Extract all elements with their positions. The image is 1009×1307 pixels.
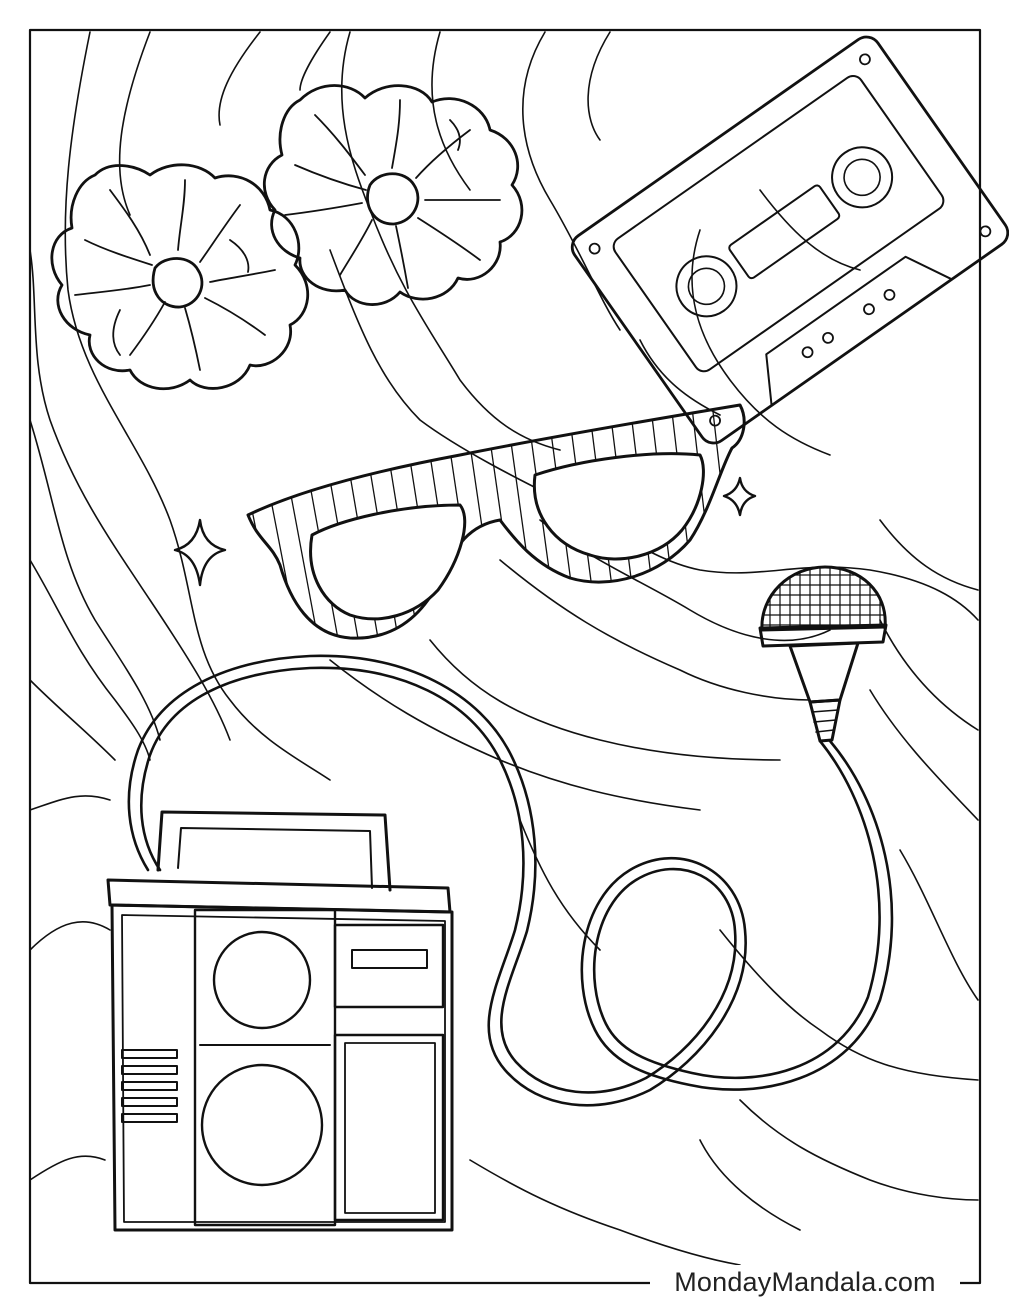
wave-line [430, 640, 780, 760]
boombox-body [112, 905, 452, 1230]
microphone-grip [810, 700, 840, 741]
microphone-collar [760, 625, 886, 646]
wave-line [692, 230, 830, 455]
boombox-vents [122, 1050, 177, 1122]
boombox-speaker-bottom [202, 1065, 322, 1185]
cassette-reel-right [820, 136, 904, 220]
wave-line [880, 620, 978, 730]
wave-line [700, 1140, 800, 1230]
wave-line [740, 1100, 978, 1200]
wave-line [900, 850, 978, 1000]
cassette-bottom-trapezoid [746, 242, 952, 405]
boombox-handle [158, 812, 390, 890]
wave-line [120, 32, 150, 215]
wave-line [870, 690, 978, 820]
boombox [108, 812, 452, 1230]
wave-line [30, 420, 160, 740]
wave-line [30, 1156, 105, 1180]
cassette-body [567, 31, 1009, 448]
scrunchie-hole [367, 174, 417, 224]
cassette-tape [567, 31, 1009, 448]
scrunchie [264, 86, 522, 305]
wave-line [30, 560, 150, 760]
wave-line [219, 32, 260, 125]
site-watermark: MondayMandala.com [650, 1265, 960, 1299]
microphone [755, 560, 895, 741]
wave-line [300, 32, 330, 90]
cassette-window [728, 184, 841, 280]
wave-line [500, 560, 810, 700]
sunglasses-frame [248, 405, 744, 638]
wave-line [588, 32, 610, 140]
microphone-cord [129, 656, 892, 1105]
boombox-speaker-panel [195, 910, 335, 1225]
sunglasses-lens-right [534, 454, 703, 559]
cassette-reel-left [665, 245, 749, 329]
wave-line [30, 250, 230, 740]
sunglasses-lens-left [311, 505, 465, 619]
wave-line [30, 796, 110, 810]
microphone-handle [790, 643, 858, 702]
boombox-speaker-top [214, 932, 310, 1028]
wave-line [880, 520, 978, 590]
wave-line [342, 32, 560, 450]
wave-line [432, 32, 470, 190]
scrunchie-outline [52, 165, 308, 389]
wave-line [30, 680, 115, 760]
page-border [30, 30, 980, 1283]
cassette-label [610, 72, 948, 375]
wave-line [523, 32, 620, 330]
boombox-lower-panel [335, 1035, 443, 1220]
background-wave-lines [30, 32, 978, 1265]
boombox-tape-slot [352, 950, 427, 968]
boombox-tape-panel [335, 925, 443, 1007]
sparkle [175, 520, 225, 585]
sparkle [724, 478, 755, 515]
scrunchie [52, 165, 308, 389]
wave-line [30, 922, 110, 950]
sunglasses [248, 385, 744, 650]
scrunchie-hole [153, 258, 202, 307]
scrunchie-outline [264, 86, 522, 305]
wave-line [720, 930, 978, 1080]
wave-line [330, 660, 700, 810]
wave-line [470, 1160, 740, 1265]
wave-line [65, 32, 330, 780]
